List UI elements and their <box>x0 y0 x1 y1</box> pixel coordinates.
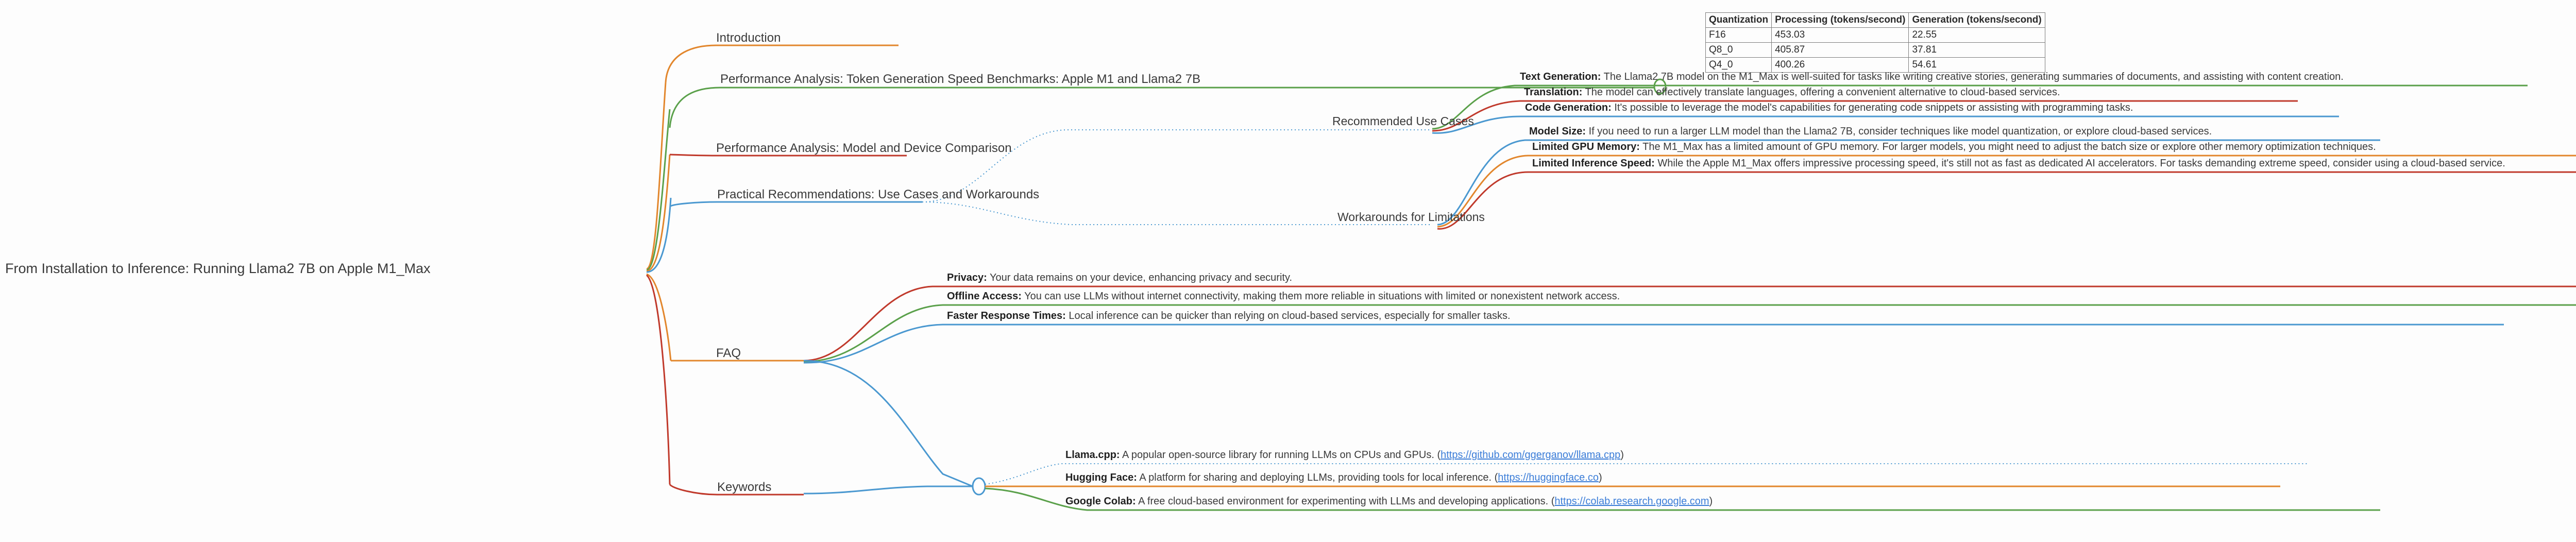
leaf-body: Your data remains on your device, enhanc… <box>987 272 1293 283</box>
leaf-body: A free cloud-based environment for exper… <box>1136 496 1555 507</box>
branch-performance-token-speed[interactable]: Performance Analysis: Token Generation S… <box>720 72 1201 86</box>
link-hugging-face[interactable]: https://huggingface.co <box>1498 472 1599 483</box>
leaf-body: A platform for sharing and deploying LLM… <box>1137 472 1498 483</box>
leaf-model-size[interactable]: Model Size: If you need to run a larger … <box>1529 126 2212 138</box>
leaf-body: Local inference can be quicker than rely… <box>1065 310 1511 321</box>
leaf-faster-response-times[interactable]: Faster Response Times: Local inference c… <box>947 310 1511 322</box>
table-header-row: Quantization Processing (tokens/second) … <box>1705 12 2045 28</box>
leaf-title: Privacy: <box>947 272 987 283</box>
leaf-text-generation[interactable]: Text Generation: The Llama2 7B model on … <box>1520 71 2344 83</box>
table-cell-generation: 54.61 <box>1908 57 2045 73</box>
leaf-title: Faster Response Times: <box>947 310 1066 321</box>
table-cell-quantization: Q8_0 <box>1705 42 1772 58</box>
table-cell-quantization: F16 <box>1705 27 1772 43</box>
table-header-generation: Generation (tokens/second) <box>1908 12 2045 28</box>
leaf-tail: ) <box>1709 496 1713 507</box>
leaf-body: The M1_Max has a limited amount of GPU m… <box>1639 141 2376 153</box>
leaf-title: Limited Inference Speed: <box>1532 158 1655 169</box>
leaf-tail: ) <box>1598 472 1602 483</box>
leaf-hugging-face[interactable]: Hugging Face: A platform for sharing and… <box>1065 472 1602 484</box>
leaf-offline-access[interactable]: Offline Access: You can use LLMs without… <box>947 291 1620 302</box>
branch-introduction[interactable]: Introduction <box>716 31 781 45</box>
leaf-title: Hugging Face: <box>1065 472 1137 483</box>
table-row: Q8_0 405.87 37.81 <box>1705 42 2045 58</box>
link-llama-cpp[interactable]: https://github.com/ggerganov/llama.cpp <box>1440 449 1621 461</box>
leaf-body: A popular open-source library for runnin… <box>1120 449 1441 461</box>
leaf-code-generation[interactable]: Code Generation: It's possible to levera… <box>1525 102 2133 114</box>
leaf-title: Text Generation: <box>1520 71 1601 82</box>
table-cell-generation: 22.55 <box>1908 27 2045 43</box>
leaf-title: Llama.cpp: <box>1065 449 1120 461</box>
branch-faq[interactable]: FAQ <box>716 346 741 360</box>
leaf-body: The model can effectively translate lang… <box>1582 87 2060 98</box>
benchmark-table: Quantization Processing (tokens/second) … <box>1705 12 2045 73</box>
leaf-title: Offline Access: <box>947 291 1022 302</box>
subbranch-workarounds-for-limitations[interactable]: Workarounds for Limitations <box>1337 210 1485 224</box>
leaf-limited-gpu-memory[interactable]: Limited GPU Memory: The M1_Max has a lim… <box>1532 141 2376 153</box>
leaf-body: You can use LLMs without internet connec… <box>1021 291 1620 302</box>
leaf-privacy[interactable]: Privacy: Your data remains on your devic… <box>947 272 1292 284</box>
link-google-colab[interactable]: https://colab.research.google.com <box>1554 496 1709 507</box>
table-row: F16 453.03 22.55 <box>1705 27 2045 43</box>
leaf-body: It's possible to leverage the model's ca… <box>1611 102 2133 113</box>
leaf-limited-inference-speed[interactable]: Limited Inference Speed: While the Apple… <box>1532 158 2505 170</box>
subbranch-recommended-use-cases[interactable]: Recommended Use Cases <box>1332 114 1474 128</box>
branch-keywords[interactable]: Keywords <box>717 480 772 494</box>
table-header-processing: Processing (tokens/second) <box>1771 12 1909 28</box>
table-row: Q4_0 400.26 54.61 <box>1705 57 2045 73</box>
table-cell-processing: 400.26 <box>1771 57 1909 73</box>
root-node[interactable]: From Installation to Inference: Running … <box>5 261 431 276</box>
table-header-quantization: Quantization <box>1705 12 1772 28</box>
table-cell-quantization: Q4_0 <box>1705 57 1772 73</box>
leaf-body: The Llama2 7B model on the M1_Max is wel… <box>1601 71 2344 82</box>
branch-practical-recommendations[interactable]: Practical Recommendations: Use Cases and… <box>717 188 1040 201</box>
branch-performance-model-device[interactable]: Performance Analysis: Model and Device C… <box>716 141 1012 155</box>
leaf-title: Limited GPU Memory: <box>1532 141 1640 153</box>
leaf-body: If you need to run a larger LLM model th… <box>1586 126 2212 137</box>
leaf-title: Model Size: <box>1529 126 1586 137</box>
table-cell-processing: 405.87 <box>1771 42 1909 58</box>
leaf-tail: ) <box>1620 449 1624 461</box>
table-cell-generation: 37.81 <box>1908 42 2045 58</box>
leaf-title: Translation: <box>1524 87 1583 98</box>
table-cell-processing: 453.03 <box>1771 27 1909 43</box>
leaf-title: Google Colab: <box>1065 496 1136 507</box>
leaf-body: While the Apple M1_Max offers impressive… <box>1654 158 2505 169</box>
leaf-llama-cpp[interactable]: Llama.cpp: A popular open-source library… <box>1065 449 1624 461</box>
leaf-translation[interactable]: Translation: The model can effectively t… <box>1524 87 2060 98</box>
leaf-google-colab[interactable]: Google Colab: A free cloud-based environ… <box>1065 496 1713 507</box>
leaf-title: Code Generation: <box>1525 102 1612 113</box>
